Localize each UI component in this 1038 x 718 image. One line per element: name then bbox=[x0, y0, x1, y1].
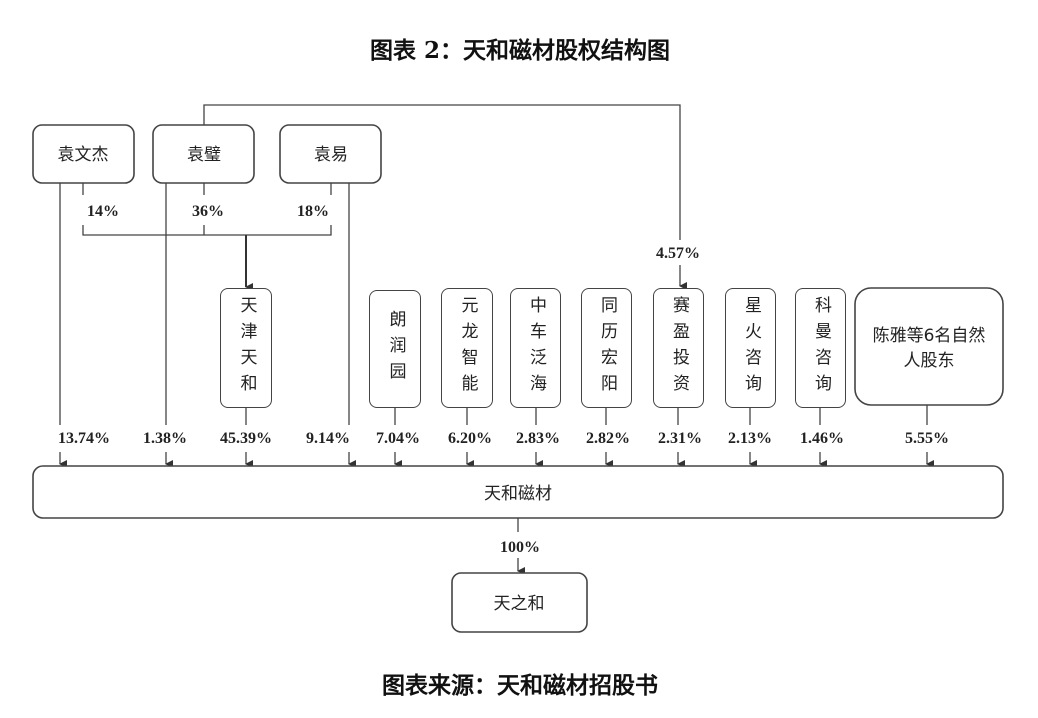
pct-label: 18% bbox=[297, 203, 329, 220]
pct-label: 1.38% bbox=[143, 430, 187, 447]
pct-label: 1.46% bbox=[800, 430, 844, 447]
pct-label: 2.13% bbox=[728, 430, 772, 447]
pct-label: 7.04% bbox=[376, 430, 420, 447]
pct-label: 13.74% bbox=[58, 430, 110, 447]
diagram-title: 图表 2：天和磁材股权结构图 bbox=[370, 37, 670, 64]
shareholder-box-zhongche: 中车泛海 bbox=[510, 288, 561, 408]
shareholder-box-keman: 科曼咨询 bbox=[795, 288, 846, 408]
pct-label: 100% bbox=[500, 539, 540, 556]
shareholder-name: 科曼咨询 bbox=[811, 296, 831, 400]
pct-label: 45.39% bbox=[220, 430, 272, 447]
shareholder-box-langrunyuan: 朗润园 bbox=[369, 290, 421, 408]
shareholder-name: 中车泛海 bbox=[526, 296, 546, 400]
source-note: 图表来源：天和磁材招股书 bbox=[382, 672, 658, 699]
company-box: 天和磁材 bbox=[32, 465, 1004, 519]
pct-label: 5.55% bbox=[905, 430, 949, 447]
pct-label: 4.57% bbox=[656, 245, 700, 262]
pct-label: 2.31% bbox=[658, 430, 702, 447]
subsidiary-box: 天之和 bbox=[451, 572, 588, 633]
pct-label: 14% bbox=[87, 203, 119, 220]
shareholder-box-yuanlong: 元龙智能 bbox=[441, 288, 493, 408]
holder-name: 袁璧 bbox=[187, 145, 221, 165]
pct-label: 2.82% bbox=[586, 430, 630, 447]
subsidiary-name: 天之和 bbox=[494, 594, 545, 614]
shareholder-box-xinghuo: 星火咨询 bbox=[725, 288, 776, 408]
shareholder-name: 星火咨询 bbox=[741, 296, 761, 400]
shareholder-box-tianjin-tianhe: 天津天和 bbox=[220, 288, 272, 408]
pct-label: 2.83% bbox=[516, 430, 560, 447]
shareholder-name-line1: 陈雅等6名自然 bbox=[873, 326, 986, 346]
shareholder-name: 同历宏阳 bbox=[597, 296, 617, 400]
holder-name: 袁易 bbox=[314, 145, 348, 165]
pct-label: 36% bbox=[192, 203, 224, 220]
holder-name: 袁文杰 bbox=[58, 145, 109, 165]
shareholder-box-natural-persons: 陈雅等6名自然 人股东 bbox=[854, 287, 1004, 406]
holder-yuan-bi: 袁璧 bbox=[152, 124, 255, 184]
company-name: 天和磁材 bbox=[484, 484, 552, 504]
shareholder-name: 元龙智能 bbox=[457, 296, 478, 400]
shareholder-name-line2: 人股东 bbox=[904, 351, 955, 371]
shareholder-box-saiying: 赛盈投资 bbox=[653, 288, 704, 408]
shareholder-name: 天津天和 bbox=[236, 296, 257, 400]
shareholder-name: 赛盈投资 bbox=[669, 296, 689, 400]
holder-yuan-wenjie: 袁文杰 bbox=[32, 124, 135, 184]
pct-label: 9.14% bbox=[306, 430, 350, 447]
connector-lines bbox=[59, 104, 934, 575]
shareholder-box-tongli: 同历宏阳 bbox=[581, 288, 632, 408]
shareholder-name: 朗润园 bbox=[385, 310, 406, 388]
holder-yuan-yi: 袁易 bbox=[279, 124, 382, 184]
pct-label: 6.20% bbox=[448, 430, 492, 447]
